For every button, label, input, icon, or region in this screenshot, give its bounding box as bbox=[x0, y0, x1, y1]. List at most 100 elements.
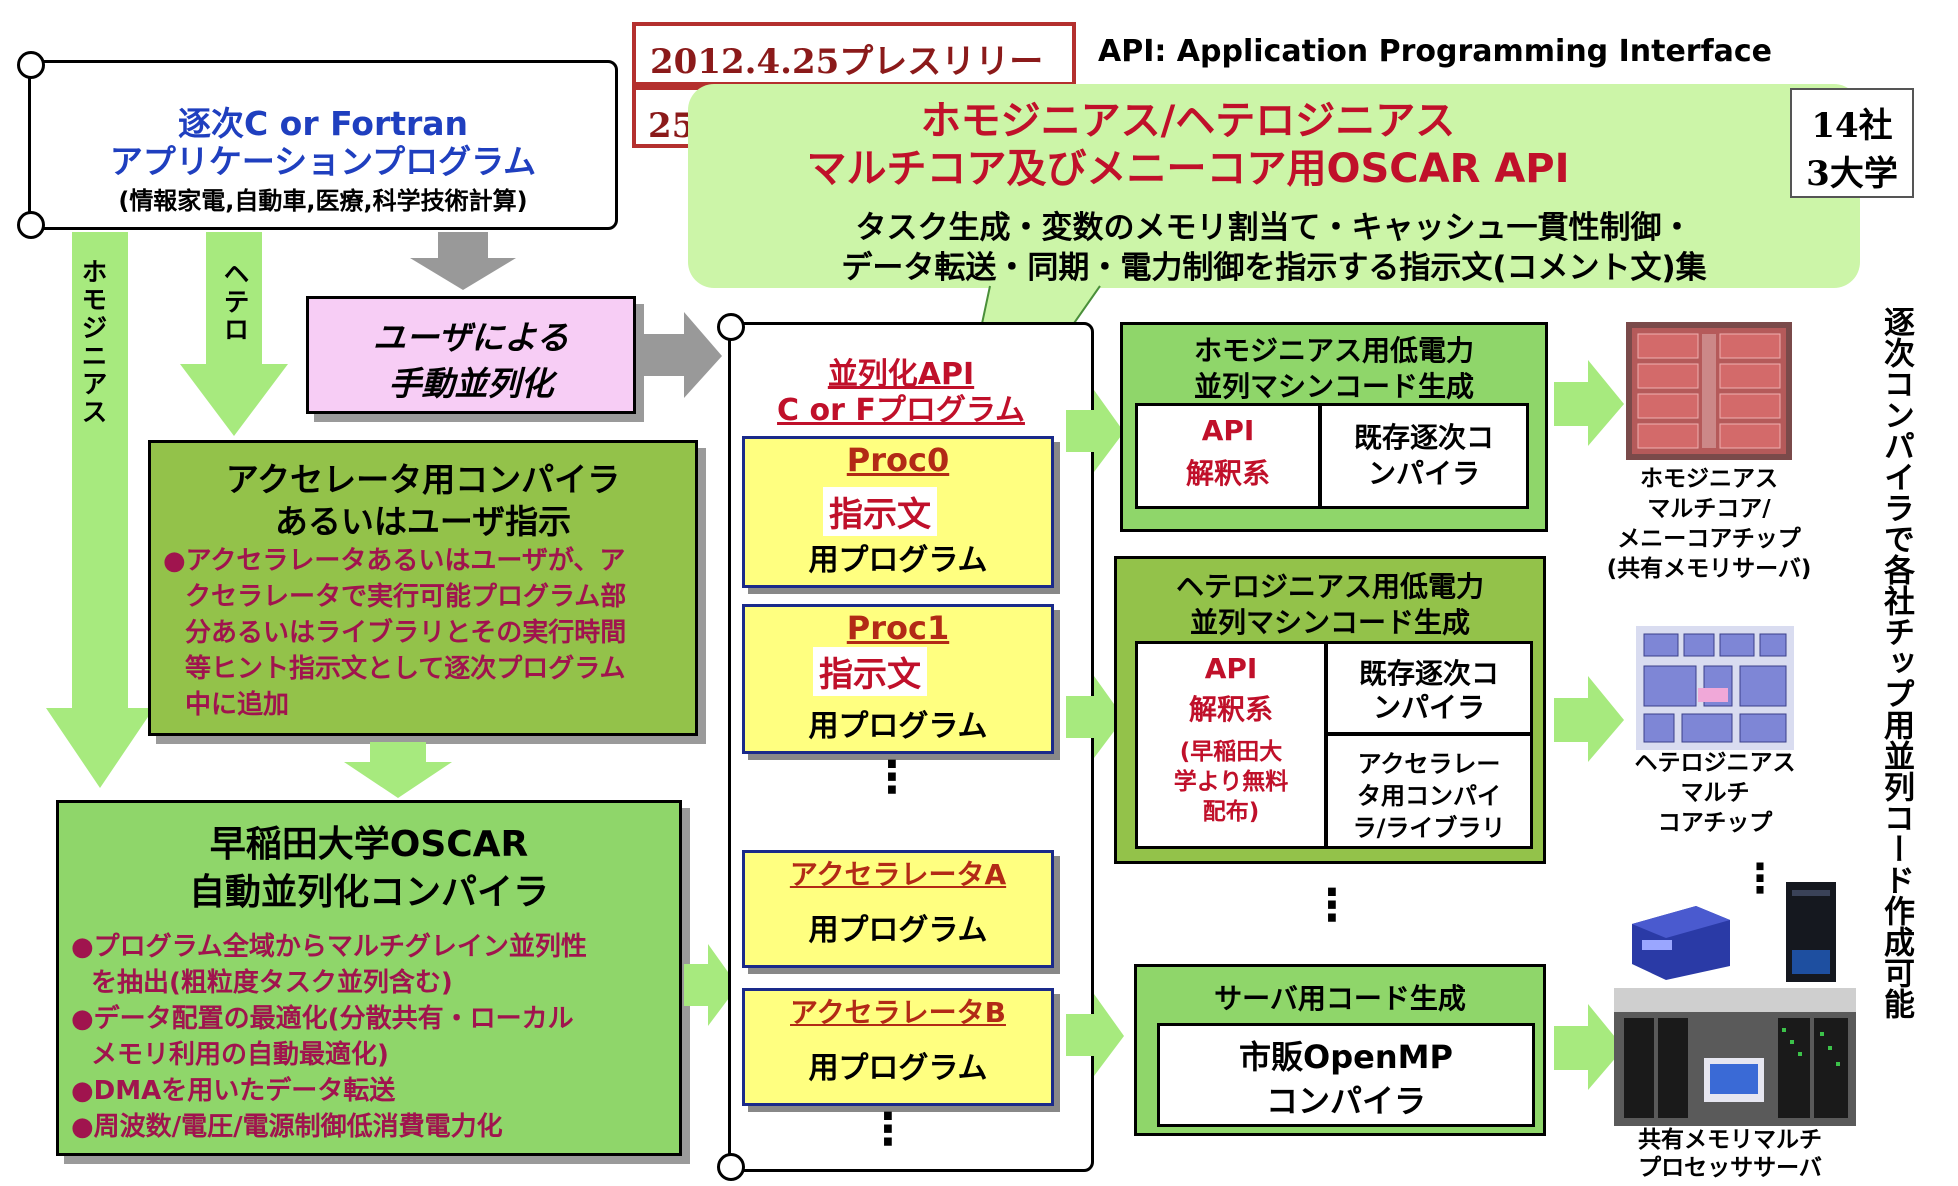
hetero-accel-3: ラ/ライブラリ bbox=[1352, 814, 1506, 842]
manual-line-2: 手動並列化 bbox=[388, 364, 554, 403]
homo-chip-label: ホモジニアス bbox=[1640, 466, 1778, 492]
hetero-to-chip-arrow-icon bbox=[1554, 676, 1624, 762]
accel-to-oscar-arrow-icon bbox=[344, 742, 452, 798]
homo-gen-title-2: 並列マシンコード生成 bbox=[1193, 370, 1474, 403]
oscar-to-program-arrow-icon bbox=[684, 944, 738, 1026]
proc1-program: 用プログラム bbox=[808, 709, 988, 744]
homogeneous-label: ホモジニアス bbox=[77, 258, 107, 426]
proc1-directive: 指示文 bbox=[813, 647, 927, 696]
oscar-compiler-box: 早稲田大学OSCAR 自動並列化コンパイラ ●プログラム全域からマルチグレイン並… bbox=[56, 800, 682, 1156]
oscar-api-desc-2: データ転送・同期・電力制御を指示する指示文(コメント文)集 bbox=[841, 250, 1707, 286]
proc-ellipsis: ⋮ bbox=[870, 752, 914, 803]
accel-title-1: アクセレータ用コンパイラ bbox=[225, 460, 621, 499]
homo-api-box: API 解釈系 bbox=[1135, 403, 1321, 509]
oscar-api-desc-1: タスク生成・変数のメモリ割当て・キャッシュ一貫性制御・ bbox=[855, 210, 1693, 246]
oscar-api-title-1: ホモジニアス/ヘテロジニアス bbox=[920, 98, 1456, 144]
hetero-chip-label: ヘテロジニアス bbox=[1634, 750, 1796, 776]
to-hetero-arrow-icon bbox=[1066, 676, 1124, 758]
oscar-bullet-line: を抽出(粗粒度タスク並列含む) bbox=[91, 968, 453, 998]
accel-bullet-line: 中に追加 bbox=[185, 690, 290, 720]
openmp-line-2: コンパイラ bbox=[1265, 1082, 1426, 1120]
hetero-free-2: 学より無料 bbox=[1173, 769, 1289, 795]
parallel-title-1: 並列化API bbox=[827, 357, 975, 392]
accel-bullet-line: 分あるいはライブラリとその実行時間 bbox=[185, 618, 627, 648]
right-vertical-text: 逐次コンパイラで各社チップ用並列コード作成可能 bbox=[1878, 306, 1914, 1019]
to-homo-arrow-icon bbox=[1066, 390, 1124, 472]
hetero-chip-label: コアチップ bbox=[1657, 810, 1773, 836]
parallel-title-2: C or Fプログラム bbox=[777, 393, 1025, 428]
accel-title-2: あるいはユーザ指示 bbox=[274, 502, 572, 541]
hetero-label: ヘテロ bbox=[219, 260, 249, 344]
proc1-name: Proc1 bbox=[846, 609, 950, 647]
homo-chip-label: メニーコアチップ bbox=[1617, 526, 1801, 552]
proc0-program: 用プログラム bbox=[808, 543, 988, 578]
accel-bullet-line: 等ヒント指示文として逐次プログラム bbox=[185, 654, 626, 684]
to-server-arrow-icon bbox=[1066, 994, 1124, 1076]
app-title-1: 逐次C or Fortran bbox=[177, 104, 469, 143]
oscar-compiler-title-2: 自動並列化コンパイラ bbox=[188, 872, 549, 913]
accel-a-program: 用プログラム bbox=[808, 913, 988, 948]
homo-to-chip-arrow-icon bbox=[1554, 360, 1624, 446]
server-room-image bbox=[1614, 988, 1856, 1126]
accel-b-block: アクセラレータB 用プログラム bbox=[742, 988, 1054, 1106]
server-blue-unit-image bbox=[1632, 906, 1730, 980]
oscar-api-title-2: マルチコア及びメニーコア用OSCAR API bbox=[806, 146, 1570, 192]
hetero-accel-box: アクセラレー タ用コンパイ ラ/ライブラリ bbox=[1325, 733, 1533, 849]
homogeneous-arrow-icon bbox=[46, 232, 154, 788]
accel-compiler-box: アクセレータ用コンパイラ あるいはユーザ指示 ●アクセラレータあるいはユーザが、… bbox=[148, 440, 698, 736]
universities-count: 3大学 bbox=[1806, 154, 1898, 194]
api-definition: API: Application Programming Interface bbox=[1098, 34, 1773, 69]
proc1-block: Proc1 指示文 用プログラム bbox=[742, 604, 1054, 754]
proc0-directive: 指示文 bbox=[823, 487, 937, 536]
companies-box: 14社 3大学 bbox=[1790, 88, 1914, 198]
oscar-bullet-line: ●プログラム全域からマルチグレイン並列性 bbox=[71, 932, 587, 962]
oscar-bullet-line: ●DMAを用いたデータ転送 bbox=[71, 1076, 396, 1106]
openmp-box: 市販OpenMP コンパイラ bbox=[1157, 1023, 1535, 1127]
hetero-existing-box: 既存逐次コ ンパイラ bbox=[1325, 641, 1533, 735]
server-label: 共有メモリマルチ bbox=[1638, 1127, 1822, 1153]
gray-arrow-right-icon bbox=[640, 312, 722, 398]
manual-line-1: ユーザによる bbox=[372, 318, 570, 357]
hetero-gen-title-2: 並列マシンコード生成 bbox=[1189, 606, 1470, 639]
server-gen-box: サーバ用コード生成 市販OpenMP コンパイラ bbox=[1134, 964, 1546, 1136]
oscar-bullet-line: ●周波数/電圧/電源制御低消費電力化 bbox=[71, 1112, 503, 1142]
companies-count: 14社 bbox=[1811, 106, 1893, 146]
homo-existing-2: ンパイラ bbox=[1367, 457, 1480, 490]
homo-existing-1: 既存逐次コ bbox=[1353, 421, 1494, 454]
server-label: プロセッササーバ bbox=[1638, 1155, 1822, 1181]
oscar-bullet-line: メモリ利用の自動最適化) bbox=[91, 1040, 389, 1070]
server-gen-title: サーバ用コード生成 bbox=[1214, 982, 1466, 1015]
hetero-api-box: API 解釈系 (早稲田大 学より無料 配布) bbox=[1135, 641, 1327, 849]
server-tower-image bbox=[1786, 882, 1836, 982]
hetero-api-interp: 解釈系 bbox=[1188, 693, 1273, 726]
oscar-compiler-title-1: 早稲田大学OSCAR bbox=[209, 824, 529, 865]
hetero-chip-label: マルチ bbox=[1680, 780, 1750, 806]
accel-a-block: アクセラレータA 用プログラム bbox=[742, 850, 1054, 968]
chip-ellipsis: ⋮ bbox=[1740, 856, 1780, 902]
oscar-api-banner: ホモジニアス/ヘテロジニアス マルチコア及びメニーコア用OSCAR API タス… bbox=[688, 84, 1860, 288]
homo-api-interp: 解釈系 bbox=[1185, 457, 1270, 490]
server-to-hw-arrow-icon bbox=[1554, 1004, 1624, 1090]
gen-ellipsis: ⋮ bbox=[1310, 880, 1354, 931]
app-subtitle: (情報家電,自動車,医療,科学技術計算) bbox=[118, 187, 528, 215]
hetero-accel-2: タ用コンパイ bbox=[1357, 782, 1501, 810]
press-date-box: 2012.4.25プレスリリース bbox=[632, 22, 1076, 131]
oscar-bullet-line: ●データ配置の最適化(分散共有・ローカル bbox=[71, 1004, 574, 1034]
hetero-arrow-icon bbox=[180, 232, 288, 436]
homo-gen-box: ホモジニアス用低電力 並列マシンコード生成 API 解釈系 既存逐次コ ンパイラ bbox=[1120, 322, 1548, 532]
openmp-line-1: 市販OpenMP bbox=[1239, 1038, 1453, 1076]
hetero-free-1: (早稲田大 bbox=[1179, 739, 1283, 765]
hetero-gen-box: ヘテロジニアス用低電力 並列マシンコード生成 API 解釈系 (早稲田大 学より… bbox=[1114, 556, 1546, 864]
homo-api-label: API bbox=[1201, 414, 1255, 447]
accel-bullet-line: ●アクセラレータあるいはユーザが、ア bbox=[163, 546, 626, 576]
gray-arrow-down-icon bbox=[410, 232, 516, 290]
homo-gen-title-1: ホモジニアス用低電力 bbox=[1193, 334, 1474, 367]
hetero-chip-image bbox=[1636, 626, 1794, 750]
homo-chip-label: (共有メモリサーバ) bbox=[1606, 556, 1812, 582]
accel-a-name: アクセラレータA bbox=[789, 858, 1007, 891]
manual-parallel-box: ユーザによる 手動並列化 bbox=[306, 296, 636, 414]
homo-existing-box: 既存逐次コ ンパイラ bbox=[1319, 403, 1529, 509]
homo-chip-image bbox=[1626, 322, 1792, 460]
hetero-api-label: API bbox=[1204, 652, 1258, 685]
accel-ellipsis: ⋮ bbox=[866, 1104, 910, 1155]
